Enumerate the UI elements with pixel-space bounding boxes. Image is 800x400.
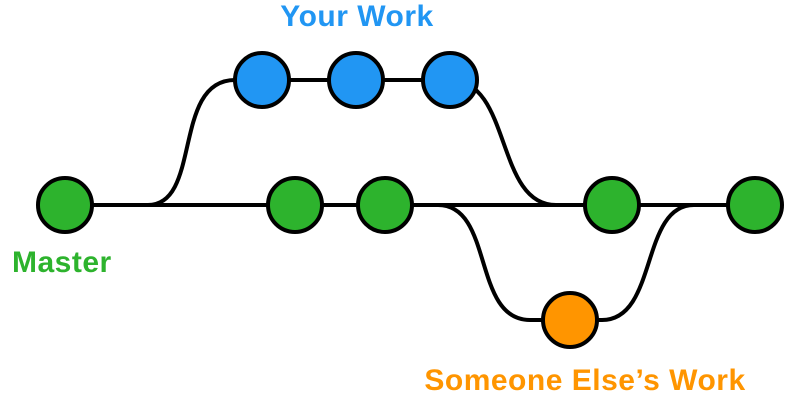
commit-node-master-1	[36, 176, 94, 234]
master-label: Master	[12, 246, 112, 279]
edge-someone-branch-out	[436, 203, 572, 322]
nodes-layer	[36, 51, 784, 349]
commit-node-master-3	[356, 176, 414, 234]
commit-node-someone-else-1	[541, 291, 599, 349]
commit-node-your-work-2	[327, 51, 385, 109]
edge-your-work-branch-out	[146, 78, 264, 207]
commit-node-master-2	[266, 176, 324, 234]
your-work-label: Your Work	[280, 0, 434, 33]
commit-node-master-5	[726, 176, 784, 234]
commit-node-your-work-3	[421, 51, 479, 109]
edge-someone-merge-in	[568, 203, 696, 322]
commit-node-master-4	[583, 176, 641, 234]
commit-node-your-work-1	[233, 51, 291, 109]
someone-elses-work-label: Someone Else’s Work	[424, 364, 746, 397]
